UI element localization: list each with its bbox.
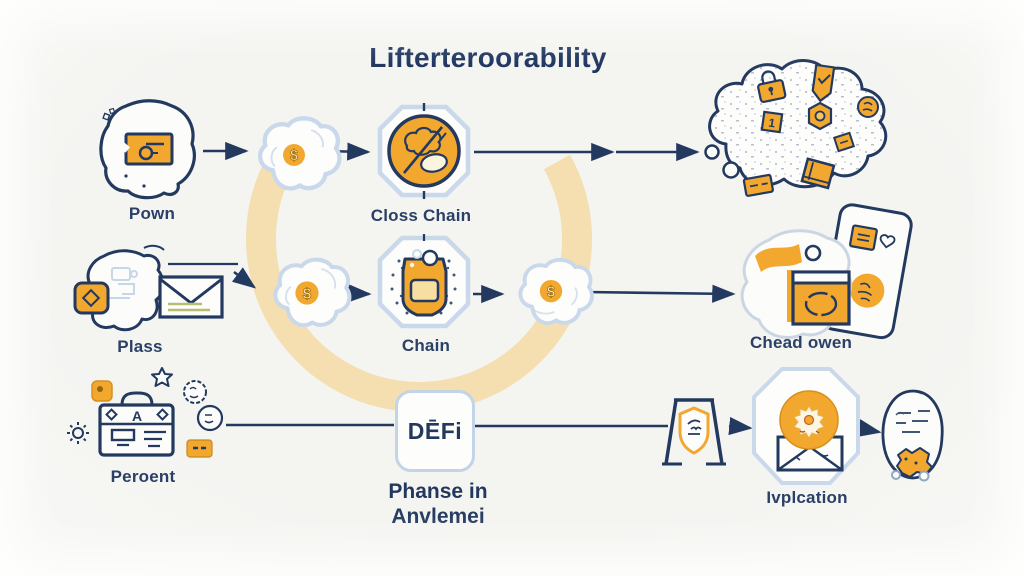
node-peroent: A xyxy=(62,363,227,465)
peroent-group-icon: A xyxy=(67,367,224,458)
coin-icon xyxy=(283,143,305,166)
arrow-plass-to-coin xyxy=(231,267,257,289)
face-doodle xyxy=(196,404,224,432)
vault-shield-icon xyxy=(401,249,448,317)
coin-cloud-icon: $ xyxy=(273,257,352,328)
node-chain xyxy=(375,233,473,331)
network-cloud-icon: 1 xyxy=(704,59,888,197)
label-ivplcation: Ivplcation xyxy=(766,488,848,507)
sign-shield-icon xyxy=(662,398,726,466)
heart-doodle xyxy=(879,234,896,249)
bubble-doodle xyxy=(722,161,740,179)
coin-cloud-icon: $ xyxy=(257,116,342,191)
page-title: Lifterteroorability xyxy=(369,42,607,73)
defi-box: DĒFi xyxy=(395,390,475,472)
sparkle-doodle xyxy=(102,112,111,121)
ledger-book-icon xyxy=(800,157,836,190)
chead-owen-group-icon xyxy=(740,203,913,340)
small-coin-icon xyxy=(857,96,879,118)
node-result xyxy=(872,385,954,485)
coin-glyph: $ xyxy=(290,148,298,164)
node-pown xyxy=(96,96,202,202)
arrow-to-cheadowen xyxy=(585,284,736,303)
plass-group-icon xyxy=(73,244,238,332)
arrow-sign-to-ivplcation xyxy=(728,416,753,436)
notification-octagon-icon xyxy=(752,367,860,485)
diamond-badge-icon xyxy=(73,281,110,315)
coin-glyph: $ xyxy=(303,285,312,302)
shield-icon xyxy=(678,406,710,455)
label-chain: Chain xyxy=(401,336,451,355)
coin-cloud-icon: $ xyxy=(518,257,594,326)
shield-badge-icon xyxy=(811,63,836,102)
token-card-icon xyxy=(120,132,174,166)
pown-blob-icon xyxy=(99,99,196,200)
tag-block-icon xyxy=(742,173,774,197)
scribble-lines xyxy=(895,410,930,433)
node-bridge-coin-2: $ xyxy=(266,254,352,332)
node-bridge-coin-1: $ xyxy=(250,113,342,195)
defi-label: DĒFi xyxy=(407,417,463,444)
block-glyph: 1 xyxy=(768,116,777,131)
label-closs-chain: Closs Chain xyxy=(370,206,472,225)
envelope-icon xyxy=(158,275,224,319)
node-closs-chain xyxy=(374,101,474,201)
node-chead-owen xyxy=(735,200,920,365)
arrow-to-result xyxy=(856,419,882,438)
coin-glyph: $ xyxy=(547,284,555,300)
envelope-gear-icon xyxy=(776,390,844,472)
puzzle-icon xyxy=(896,447,933,478)
node-network-cloud: 1 xyxy=(698,52,898,204)
hexagon-token-icon xyxy=(807,101,833,131)
amber-tag-icon xyxy=(186,439,213,458)
label-pown: Pown xyxy=(128,204,176,223)
tilted-block-icon xyxy=(832,131,856,153)
result-blob-icon xyxy=(881,389,944,482)
coin-icon xyxy=(295,281,319,305)
star-icon xyxy=(151,367,173,387)
label-peroent: Peroent xyxy=(110,467,176,486)
briefcase-icon: A xyxy=(98,391,175,457)
chain-octagon-icon xyxy=(377,234,471,329)
defi-caption: Phanse in Anvlemei xyxy=(362,479,514,529)
crossed-cloud-doodle xyxy=(402,126,448,174)
padlock-icon xyxy=(757,70,787,104)
defi-caption-line2: Anvlemei xyxy=(391,505,485,528)
node-plass xyxy=(68,240,240,336)
flow-arrows xyxy=(203,141,882,438)
coin-icon xyxy=(539,279,563,303)
bubble-doodle xyxy=(704,144,720,160)
label-plass: Plass xyxy=(117,337,163,356)
node-sign-shield xyxy=(660,392,728,470)
face-doodle xyxy=(183,380,207,404)
circuit-doodle xyxy=(108,267,138,299)
defi-caption-line1: Phanse in xyxy=(388,480,488,503)
coin-icon xyxy=(850,273,885,308)
node-bridge-coin-3: $ xyxy=(511,255,594,329)
flag-box-icon xyxy=(755,244,851,326)
briefcase-letter: A xyxy=(132,408,142,424)
label-chead-owen: Chead owen xyxy=(749,333,853,352)
cross-chain-octagon-icon xyxy=(377,103,471,199)
numbered-block-icon: 1 xyxy=(760,110,784,134)
gear-icon xyxy=(67,422,89,444)
node-ivplcation xyxy=(750,365,862,487)
